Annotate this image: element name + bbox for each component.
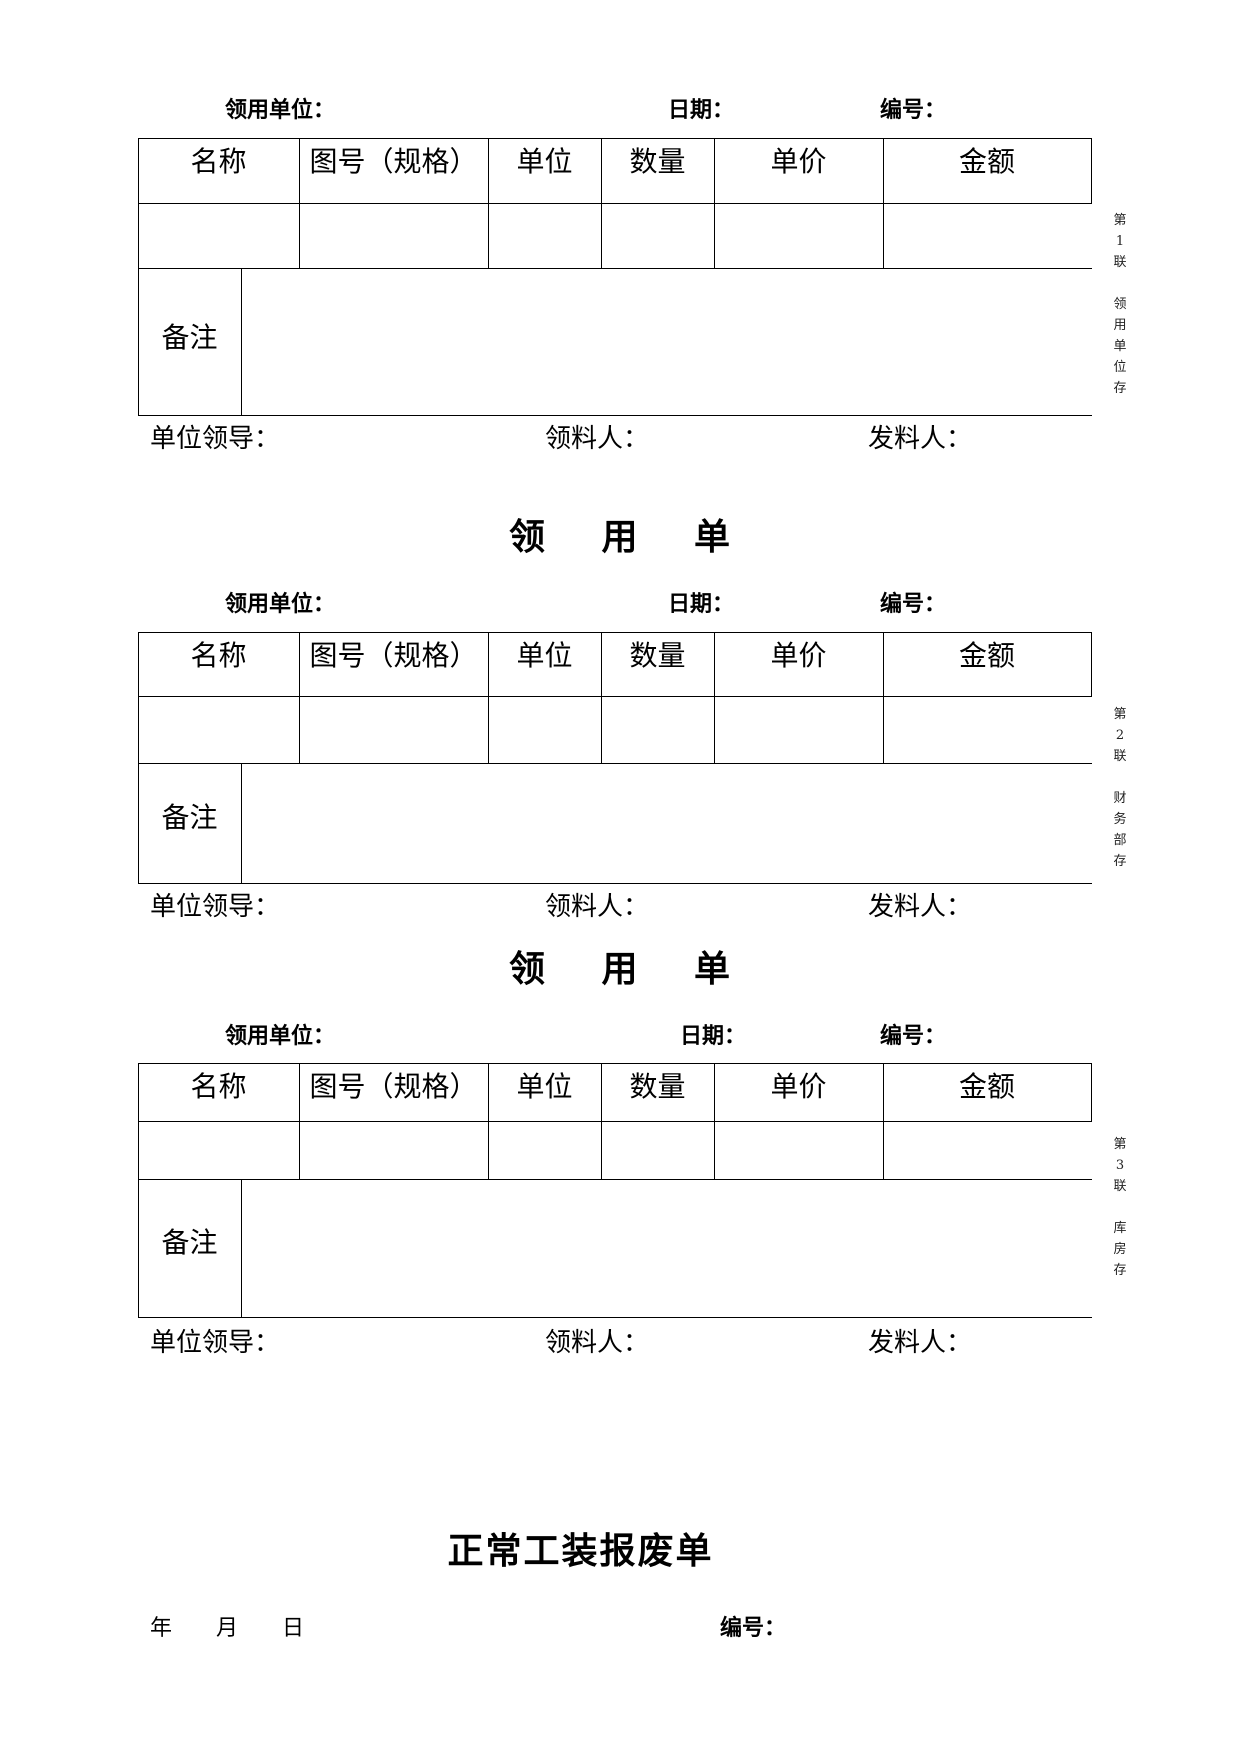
- column-header-unit: 单位: [516, 145, 573, 178]
- column-header-quantity: 数量: [629, 639, 686, 672]
- date-label: 日期：: [680, 1023, 747, 1049]
- number-label: 编号：: [880, 97, 947, 123]
- signature-leader: 单位领导：: [150, 892, 281, 922]
- receiving-unit-label: 领用单位：: [225, 591, 336, 617]
- remark-label: 备注: [161, 321, 218, 354]
- column-header-amount: 金额: [958, 145, 1015, 178]
- column-header-unit: 单位: [516, 639, 573, 672]
- number-label: 编号：: [880, 591, 947, 617]
- form-title: 领 用 单: [508, 516, 733, 558]
- date-label: 日期：: [668, 591, 735, 617]
- column-header-drawing-no: 图号（规格）: [309, 639, 478, 672]
- signature-leader: 单位领导：: [150, 1328, 281, 1358]
- signature-receiver: 领料人：: [545, 1328, 650, 1358]
- column-header-amount: 金额: [958, 639, 1015, 672]
- form-3-table: 名称 图号（规格） 单位 数量 单价 金额 备注: [138, 1063, 1098, 1318]
- form-title: 领 用 单: [508, 948, 733, 990]
- column-header-unit-price: 单价: [770, 145, 827, 178]
- remark-label: 备注: [161, 801, 218, 834]
- signature-receiver: 领料人：: [545, 892, 650, 922]
- column-header-unit-price: 单价: [770, 639, 827, 672]
- signature-issuer: 发料人：: [868, 424, 973, 454]
- receiving-unit-label: 领用单位：: [225, 1023, 336, 1049]
- column-header-unit: 单位: [516, 1070, 573, 1103]
- column-header-name: 名称: [190, 639, 247, 672]
- receiving-unit-label: 领用单位：: [225, 97, 336, 123]
- signature-issuer: 发料人：: [868, 1328, 973, 1358]
- scrap-number-label: 编号：: [720, 1615, 787, 1641]
- column-header-name: 名称: [190, 145, 247, 178]
- scrap-date-line: 年 月 日: [150, 1616, 305, 1641]
- column-header-quantity: 数量: [629, 1070, 686, 1103]
- signature-leader: 单位领导：: [150, 424, 281, 454]
- date-label: 日期：: [668, 97, 735, 123]
- signature-receiver: 领料人：: [545, 424, 650, 454]
- scrap-form-title: 正常工装报废单: [447, 1530, 714, 1572]
- signature-issuer: 发料人：: [868, 892, 973, 922]
- column-header-drawing-no: 图号（规格）: [309, 145, 478, 178]
- remark-label: 备注: [161, 1226, 218, 1259]
- column-header-unit-price: 单价: [770, 1070, 827, 1103]
- column-header-quantity: 数量: [629, 145, 686, 178]
- column-header-amount: 金额: [958, 1070, 1015, 1103]
- column-header-drawing-no: 图号（规格）: [309, 1070, 478, 1103]
- form-2-table: 名称 图号（规格） 单位 数量 单价 金额 备注: [138, 632, 1098, 884]
- column-header-name: 名称: [190, 1070, 247, 1103]
- number-label: 编号：: [880, 1023, 947, 1049]
- form-1-table: 名称 图号（规格） 单位 数量 单价 金额 备注: [138, 138, 1098, 416]
